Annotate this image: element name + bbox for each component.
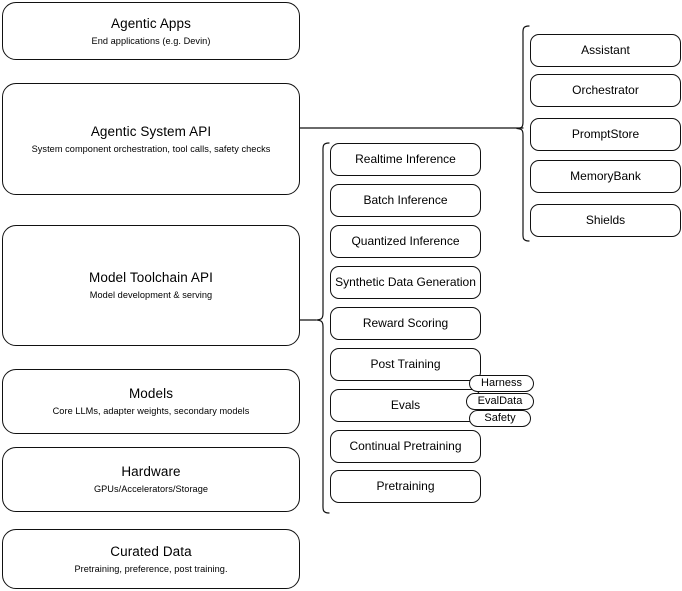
system-component-memorybank[interactable]: MemoryBank — [530, 160, 681, 193]
capability-label: Quantized Inference — [351, 234, 460, 248]
layer-subtitle: End applications (e.g. Devin) — [91, 35, 211, 46]
layer-title: Agentic Apps — [110, 15, 191, 31]
capability-label: Post Training — [370, 357, 441, 371]
system-component-shields[interactable]: Shields — [530, 204, 681, 237]
capability-pretraining[interactable]: Pretraining — [330, 470, 481, 503]
capability-label: Continual Pretraining — [349, 439, 462, 453]
pill-label: EvalData — [477, 395, 523, 407]
capability-synthetic-data-generation[interactable]: Synthetic Data Generation — [330, 266, 481, 299]
layer-models[interactable]: Models Core LLMs, adapter weights, secon… — [2, 369, 300, 434]
capability-reward-scoring[interactable]: Reward Scoring — [330, 307, 481, 340]
layer-title: Curated Data — [110, 543, 192, 559]
layer-subtitle: Core LLMs, adapter weights, secondary mo… — [52, 406, 250, 416]
brace-system-components — [516, 25, 530, 242]
evals-subcomponent-harness[interactable]: Harness — [469, 375, 534, 392]
system-component-promptstore[interactable]: PromptStore — [530, 118, 681, 151]
component-label: Orchestrator — [572, 83, 639, 97]
capability-quantized-inference[interactable]: Quantized Inference — [330, 225, 481, 258]
capability-label: Pretraining — [376, 479, 435, 493]
component-label: Shields — [585, 213, 626, 227]
layer-title: Agentic System API — [90, 123, 212, 139]
capability-label: Synthetic Data Generation — [335, 275, 476, 289]
capability-post-training[interactable]: Post Training — [330, 348, 481, 381]
layer-agentic-apps[interactable]: Agentic Apps End applications (e.g. Devi… — [2, 2, 300, 60]
pill-label: Safety — [484, 412, 516, 424]
layer-subtitle: Model development & serving — [89, 290, 213, 300]
evals-subcomponent-evaldata[interactable]: EvalData — [466, 393, 534, 410]
capability-label: Batch Inference — [363, 193, 448, 207]
capability-realtime-inference[interactable]: Realtime Inference — [330, 143, 481, 176]
capability-continual-pretraining[interactable]: Continual Pretraining — [330, 430, 481, 463]
layer-title: Hardware — [121, 464, 181, 479]
component-label: PromptStore — [571, 127, 640, 141]
layer-curated-data[interactable]: Curated Data Pretraining, preference, po… — [2, 529, 300, 589]
capability-label: Reward Scoring — [362, 316, 449, 330]
component-label: Assistant — [581, 43, 630, 57]
pill-label: Harness — [481, 377, 522, 389]
layer-subtitle: GPUs/Accelerators/Storage — [93, 484, 209, 494]
capability-label: Realtime Inference — [355, 152, 456, 166]
layer-model-toolchain-api[interactable]: Model Toolchain API Model development & … — [2, 225, 300, 346]
capability-label: Evals — [390, 398, 421, 412]
layer-subtitle: System component orchestration, tool cal… — [31, 143, 271, 154]
system-component-assistant[interactable]: Assistant — [530, 34, 681, 67]
layer-subtitle: Pretraining, preference, post training. — [74, 563, 228, 574]
layer-hardware[interactable]: Hardware GPUs/Accelerators/Storage — [2, 447, 300, 512]
brace-toolchain-capabilities — [316, 142, 330, 514]
evals-subcomponent-safety[interactable]: Safety — [469, 410, 531, 427]
capability-batch-inference[interactable]: Batch Inference — [330, 184, 481, 217]
capability-evals[interactable]: Evals — [330, 389, 481, 422]
system-component-orchestrator[interactable]: Orchestrator — [530, 74, 681, 107]
layer-title: Models — [128, 386, 174, 401]
component-label: MemoryBank — [570, 169, 641, 183]
layer-agentic-system-api[interactable]: Agentic System API System component orch… — [2, 83, 300, 195]
layer-title: Model Toolchain API — [89, 270, 213, 285]
